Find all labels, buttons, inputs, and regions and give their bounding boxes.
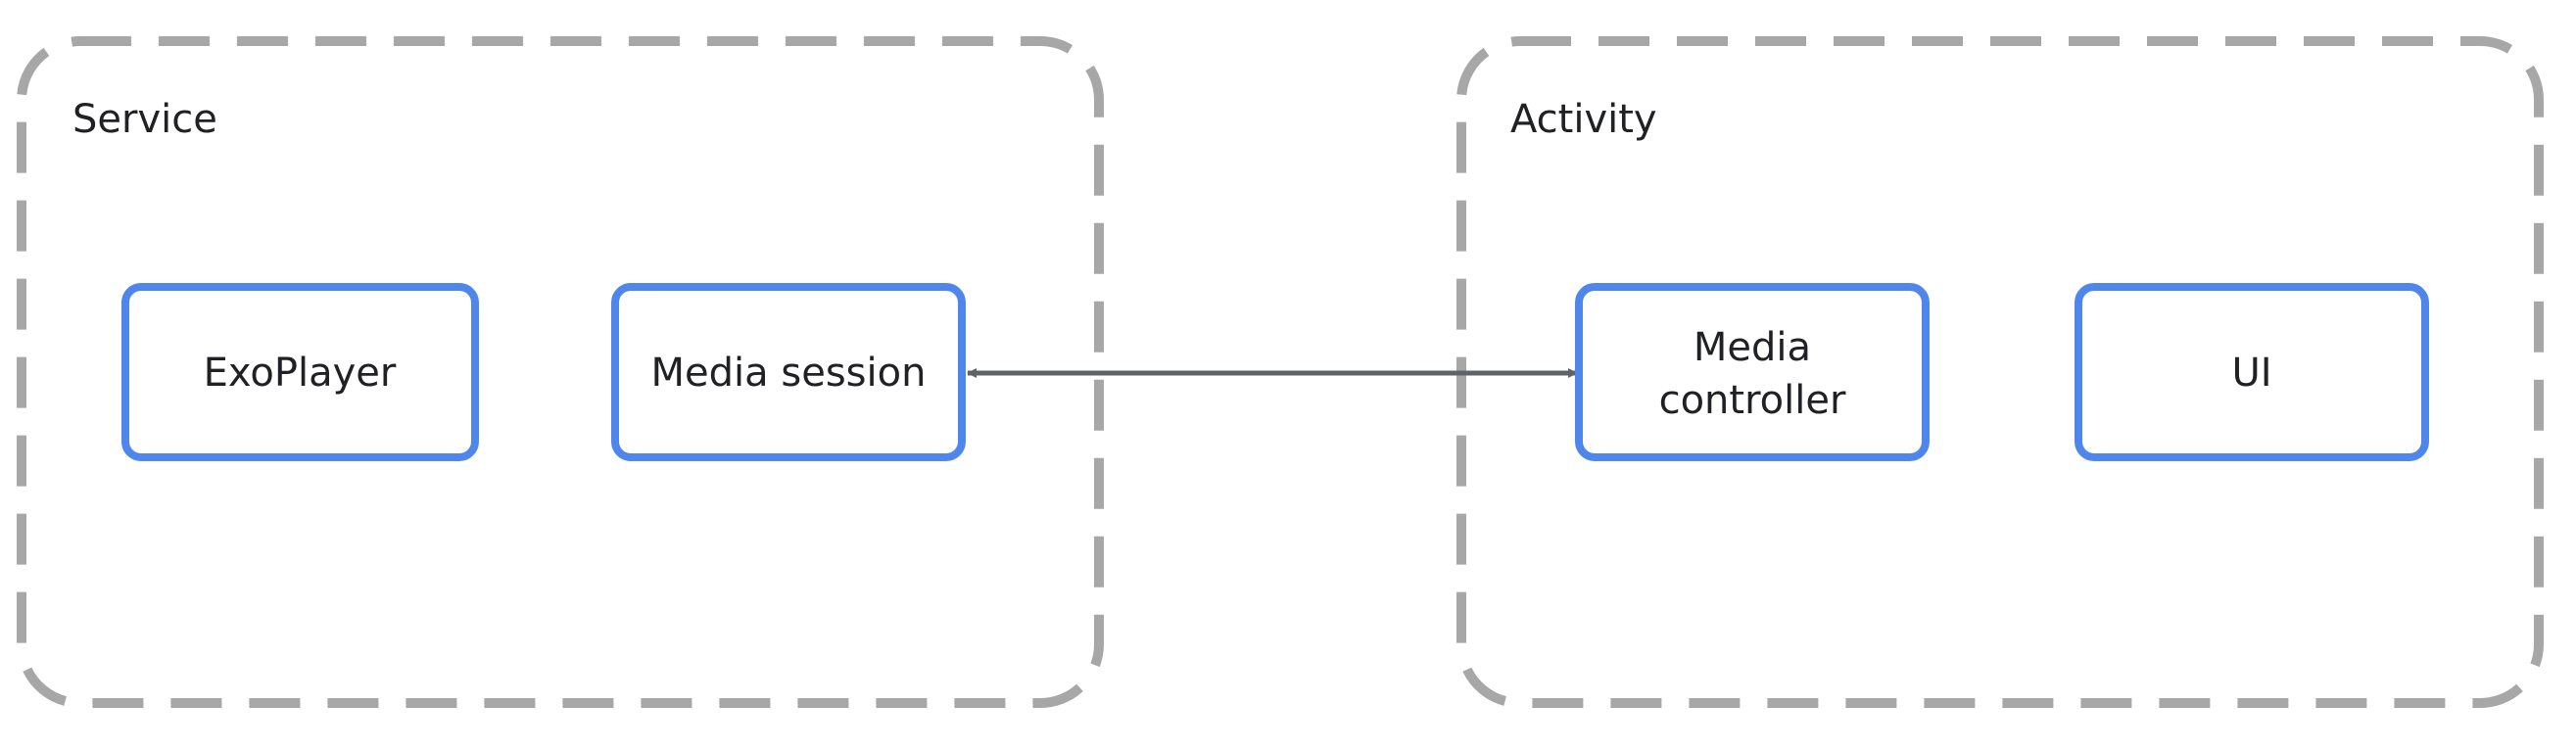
media-session-label: Media session: [651, 351, 927, 396]
ui-box: [2075, 283, 2429, 461]
media-session-box: [611, 283, 966, 461]
media-session-node: Media session: [611, 283, 966, 461]
exoplayer-node: ExoPlayer: [121, 283, 479, 461]
activity-label: Activity: [1510, 97, 1657, 142]
media-controller-label-line-1: Media: [1693, 325, 1811, 370]
exoplayer-label: ExoPlayer: [204, 351, 397, 396]
exoplayer-box: [121, 283, 479, 461]
service-label: Service: [72, 97, 217, 142]
service-container-border: [17, 36, 1104, 708]
media-controller-box: [1575, 283, 1930, 461]
media-controller-label-line-2: controller: [1659, 378, 1846, 423]
ui-label: UI: [2231, 351, 2271, 396]
service-container: Service: [17, 36, 1104, 708]
media-controller-node: Media controller: [1575, 283, 1930, 461]
ui-node: UI: [2075, 283, 2429, 461]
